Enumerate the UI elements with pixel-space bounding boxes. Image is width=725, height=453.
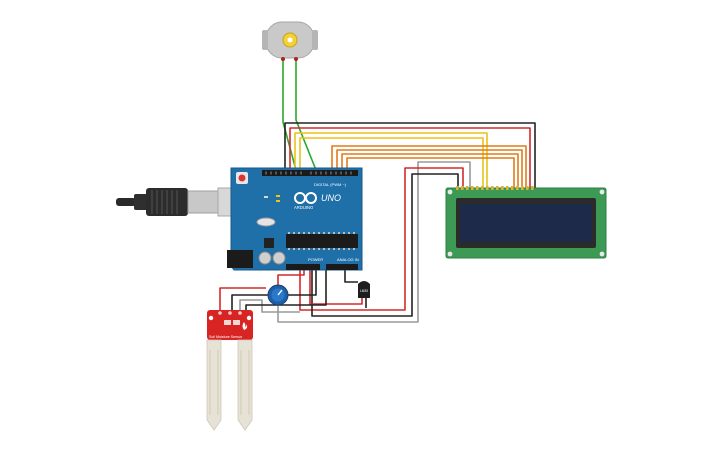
wires <box>219 60 536 323</box>
soil-sensor-prong-right <box>237 339 253 431</box>
wire-motor-green-2[interactable] <box>295 60 317 171</box>
power-jack[interactable] <box>227 250 253 268</box>
atmega-chip <box>286 234 358 248</box>
arduino-brand-label: ARDUINO <box>294 205 314 210</box>
digital-header-label: DIGITAL (PWM ~) <box>314 182 347 187</box>
power-header[interactable] <box>286 264 320 270</box>
wire-lcd-orange-3[interactable] <box>341 153 519 188</box>
wire-pot-red[interactable] <box>277 268 305 286</box>
wire-soil-black[interactable] <box>245 268 327 312</box>
wire-temp-red[interactable] <box>309 268 363 305</box>
wire-lcd-black[interactable] <box>284 122 536 188</box>
dc-motor[interactable] <box>262 21 318 61</box>
temperature-sensor[interactable]: LM35 <box>358 281 370 298</box>
wire-soil-red[interactable] <box>219 287 266 312</box>
wire-pot-black-2[interactable] <box>286 268 317 296</box>
wire-lcd-yellow-2[interactable] <box>299 137 484 188</box>
lcd-pin-row[interactable] <box>456 186 534 190</box>
crystal-oscillator <box>256 217 276 227</box>
flame-logo-icon <box>242 322 248 330</box>
wire-lcd-orange-4[interactable] <box>346 157 515 188</box>
wire-lcd-orange-1[interactable] <box>331 145 527 188</box>
potentiometer[interactable] <box>267 284 289 306</box>
soil-sensor-label: Soil Moisture Sensor <box>209 335 243 339</box>
analog-header[interactable] <box>326 264 358 270</box>
arduino-infinity-icon <box>294 192 317 204</box>
lcd-screen <box>460 204 592 242</box>
temp-sensor-label: LM35 <box>360 289 368 293</box>
power-header-label: POWER <box>308 257 323 262</box>
wire-pot-black[interactable] <box>231 294 270 310</box>
wire-lcd-black-power[interactable] <box>311 173 459 317</box>
arduino-uno-board[interactable]: DIGITAL (PWM ~) ARDUINO UNO <box>227 167 363 271</box>
wire-lcd-red-power[interactable] <box>299 167 464 311</box>
wire-lcd-red[interactable] <box>289 127 531 188</box>
soil-moisture-sensor[interactable]: Soil Moisture Sensor <box>206 310 253 431</box>
wire-lcd-gray[interactable] <box>277 161 471 323</box>
wire-lcd-orange-2[interactable] <box>336 149 523 188</box>
wire-soil-gray[interactable] <box>239 299 300 313</box>
wire-lcd-yellow-1[interactable] <box>294 132 488 188</box>
arduino-model-label: UNO <box>321 193 341 203</box>
soil-sensor-prong-left <box>206 339 222 431</box>
analog-header-label: ANALOG IN <box>337 257 359 262</box>
wire-motor-green-1[interactable] <box>282 60 297 171</box>
lcd-16x2-display[interactable] <box>445 186 607 259</box>
wire-temp-signal[interactable] <box>344 268 358 283</box>
